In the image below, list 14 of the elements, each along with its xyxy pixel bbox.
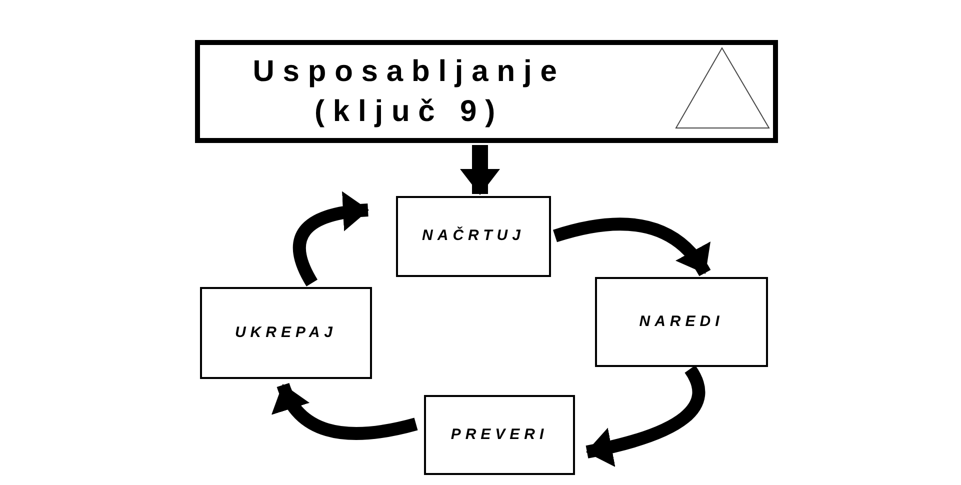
step-label: UKREPAJ [234,322,338,343]
step-label: NAREDI [639,312,724,332]
curved-arrow [553,218,710,276]
title-box [195,40,778,143]
process-box [396,196,551,277]
step-label: PREVERI [450,424,548,445]
curved-arrow [460,145,500,195]
process-box [595,277,768,367]
step-label: NAČRTUJ [422,226,525,246]
process-box [200,287,372,379]
process-box [424,395,575,475]
title-text: Usposabljanje (ključ 9) [252,54,566,130]
curved-arrow [586,366,706,466]
curved-arrow [273,382,418,440]
